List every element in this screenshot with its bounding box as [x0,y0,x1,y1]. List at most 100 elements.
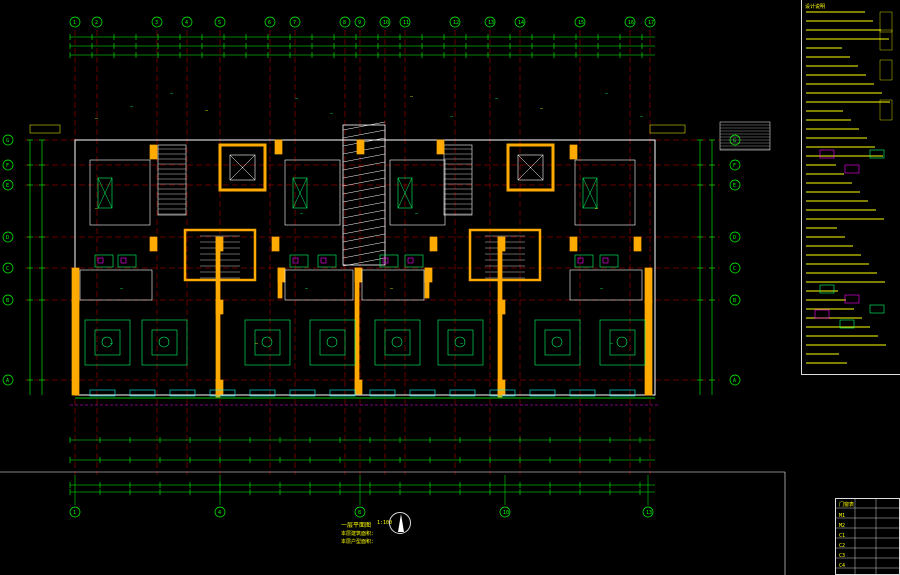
axis-bubble [2,159,14,171]
table [447,329,474,356]
annotation-mark: — [595,206,599,212]
annotation-mark: — [600,286,604,292]
note-box [879,59,893,81]
stair-hatch [342,153,386,163]
axis-bubble-label: 6 [268,20,271,26]
axis-bubble-label: 10 [503,510,509,516]
structural-column [274,139,283,155]
annotation-mark: — [295,96,299,102]
table [544,329,571,356]
design-notes-panel: 设计说明 [801,0,900,375]
axis-bubble-label: A [733,378,736,384]
axis-bubble-label: 16 [628,20,634,26]
structural-column [356,139,365,155]
fixture-small [120,257,127,264]
axis-bubble-label: 9 [358,20,361,26]
axis-bubble [729,262,741,274]
room [284,269,354,301]
interior-wall [277,267,283,299]
window [369,389,396,397]
structural-column [569,144,578,160]
axis-bubble-label: G [733,138,736,144]
interior-wall [354,267,360,394]
stair-hatch [342,177,386,187]
axis-bubble [264,16,276,28]
legend-swatch [839,319,855,329]
axis-bubble-label: 11 [403,20,409,26]
living-furniture [599,319,646,366]
table-header: 门窗表 [839,502,855,508]
legend-swatch [844,294,860,304]
chair [391,336,403,348]
axis-bubble [2,134,14,146]
stair-hatch [342,129,386,139]
window [89,389,116,397]
appliance [289,254,309,268]
axis-bubble-label: 15 [578,20,584,26]
stair-hatch [342,185,386,195]
fixture [582,177,598,209]
axis-bubble-label: 1 [73,510,76,516]
stair-hatch [342,121,386,131]
axis-bubble [399,16,411,28]
annotation-mark: — [640,114,644,120]
fixture [292,177,308,209]
adjacent-block [719,121,771,151]
structural-column [633,236,642,252]
stair-hall [468,228,542,282]
appliance [599,254,619,268]
structural-column [149,236,158,252]
annotation-box [29,124,61,134]
north-arrow-icon [389,512,411,534]
elevator-core [506,143,555,192]
axis-bubble [354,16,366,28]
axis-bubble-label: 13 [646,510,652,516]
legend-swatch [819,149,835,159]
annotation-mark: — [95,206,99,212]
axis-bubble-label: D [733,235,736,241]
axis-bubble [484,16,496,28]
fixture-small [97,257,104,264]
living-furniture [309,319,356,366]
axis-bubble [379,16,391,28]
table [254,329,281,356]
axis-bubble-label: 13 [488,20,494,26]
legend-swatch [869,304,885,314]
living-furniture [141,319,188,366]
note-box [879,99,893,121]
axis-bubble-label: 3 [155,20,158,26]
interior-wall [215,236,221,398]
axis-bubble [339,16,351,28]
elevator-cross [229,154,256,181]
annotation-mark: — [170,91,174,97]
stair-hatch [342,193,386,203]
table [319,329,346,356]
living-furniture [374,319,421,366]
window [569,389,596,397]
annotation-mark: — [540,106,544,112]
building-outline [74,139,656,396]
axis-bubble [574,16,586,28]
fixture [97,177,113,209]
annotation-mark: — [415,211,419,217]
fixture-cross [397,177,413,209]
living-furniture [534,319,581,366]
axis-bubble-label: 8 [343,20,346,26]
axis-bubble [91,16,103,28]
table [94,329,121,356]
fixture-cross [582,177,598,209]
axis-bubble-label: B [6,298,9,304]
annotation-mark: — [605,91,609,97]
structural-column [271,236,280,252]
annotation-mark: — [305,286,309,292]
plan-area-line: 本层户型面积： [341,539,377,545]
table-row: C2 [839,543,846,549]
axis-bubble-label: 12 [453,20,459,26]
axis-bubble [2,294,14,306]
window [289,389,316,397]
table [384,329,411,356]
axis-bubble-label: E [733,183,736,189]
room [574,159,636,226]
appliance [317,254,337,268]
